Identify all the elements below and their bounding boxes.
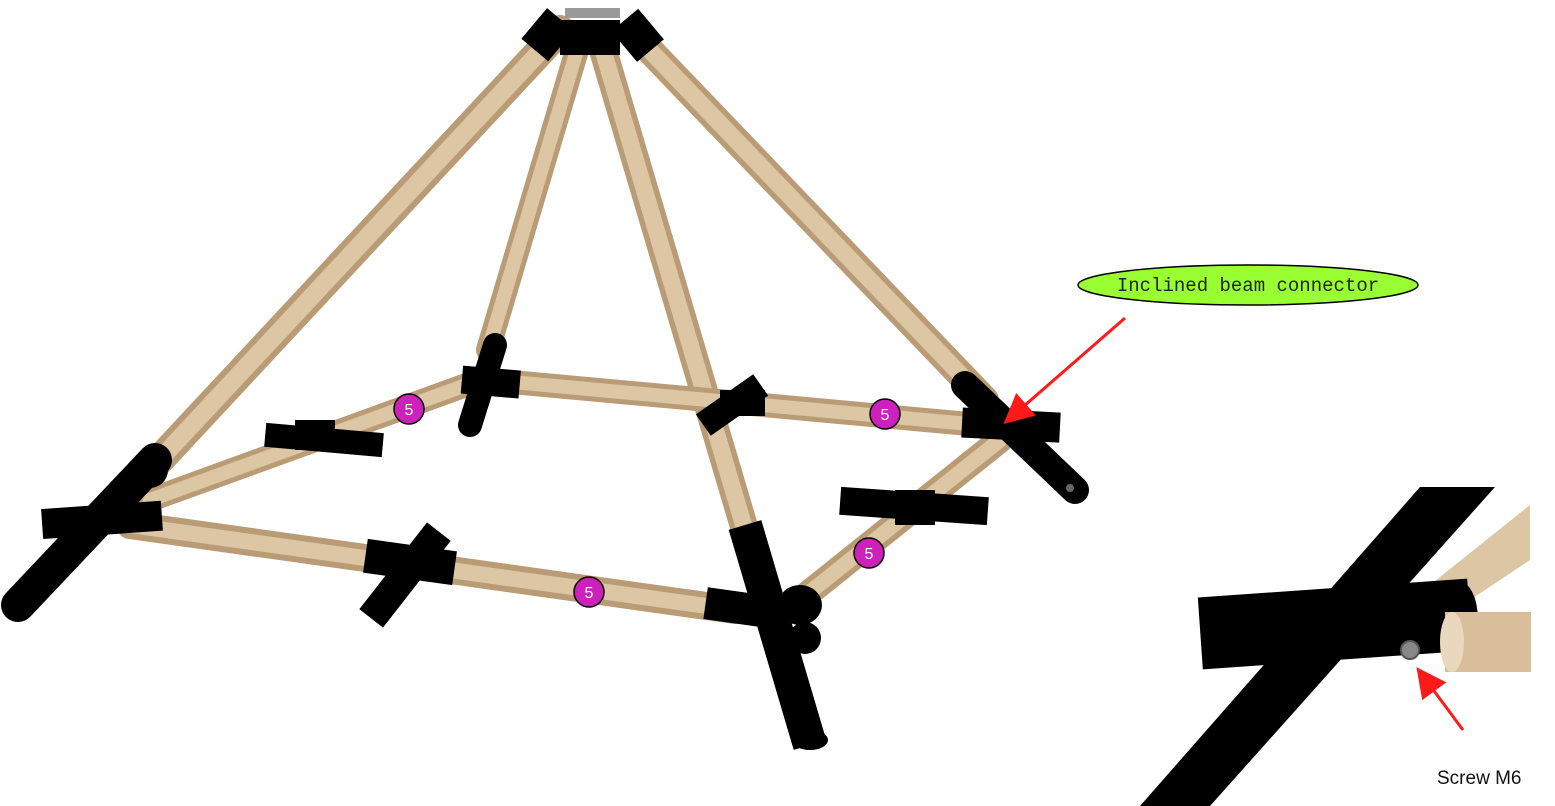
badge-back: 5 bbox=[869, 398, 901, 430]
connectors bbox=[1, 333, 1089, 750]
callout-arrow bbox=[1003, 316, 1126, 424]
top-connector bbox=[521, 8, 664, 62]
screw-arrow bbox=[1416, 667, 1465, 731]
callout-label: Inclined beam connector bbox=[1117, 275, 1379, 297]
detail-inset: Screw M6 bbox=[1140, 487, 1531, 806]
connector-mid-back bbox=[695, 374, 769, 436]
svg-text:5: 5 bbox=[585, 585, 594, 602]
connector-back-right bbox=[951, 371, 1089, 504]
badge-front: 5 bbox=[573, 576, 605, 608]
svg-text:5: 5 bbox=[881, 407, 890, 424]
connector-mid-right bbox=[839, 486, 989, 526]
inclined-beam-callout: Inclined beam connector bbox=[1003, 264, 1419, 424]
svg-text:5: 5 bbox=[865, 546, 874, 563]
screw-label: Screw M6 bbox=[1437, 768, 1521, 789]
connector-back-left bbox=[458, 333, 521, 437]
connector-front-left bbox=[1, 443, 172, 622]
callout-bubble bbox=[1077, 264, 1419, 306]
screw-m6-icon bbox=[1400, 640, 1420, 660]
wooden-beams bbox=[116, 15, 1013, 624]
connector-front-right bbox=[703, 520, 828, 750]
badge-back-left: 5 bbox=[393, 393, 425, 425]
connector-mid-left bbox=[264, 420, 384, 458]
svg-text:5: 5 bbox=[405, 402, 414, 419]
connector-mid-front bbox=[359, 522, 457, 628]
badge-right: 5 bbox=[853, 537, 885, 569]
